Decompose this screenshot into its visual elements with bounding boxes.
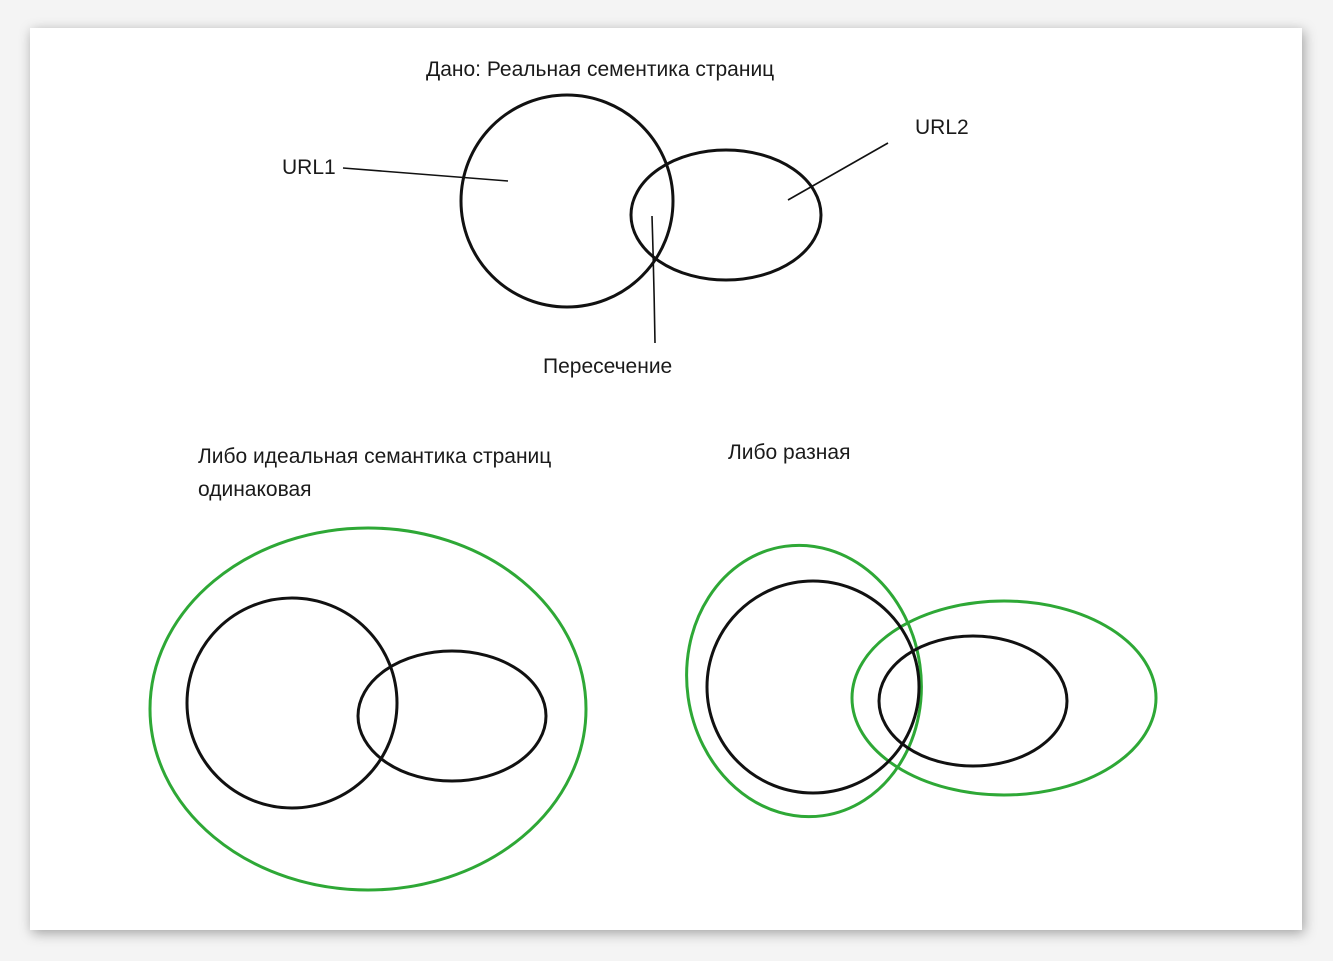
url1-label: URL1 bbox=[282, 156, 336, 179]
url1-semantics-ellipse bbox=[685, 543, 923, 819]
bottom-left-title-line1: Либо идеальная семантика страниц bbox=[198, 445, 551, 468]
shared-semantics-ellipse bbox=[148, 526, 588, 892]
intersection-label: Пересечение bbox=[543, 355, 672, 378]
bottom-right-title: Либо разная bbox=[728, 441, 850, 464]
bottom-right-url2-ellipse bbox=[877, 634, 1069, 768]
bottom-left-url2-ellipse bbox=[356, 649, 548, 783]
intersection-leader-line bbox=[651, 215, 656, 344]
url1-circle bbox=[459, 93, 675, 309]
url2-ellipse bbox=[629, 148, 823, 282]
url2-leader-line bbox=[787, 142, 889, 201]
url2-semantics-ellipse bbox=[850, 599, 1158, 797]
url1-leader-line bbox=[342, 167, 509, 182]
bottom-left-title-line2: одинаковая bbox=[198, 478, 312, 501]
bottom-left-url1-circle bbox=[185, 596, 399, 810]
diagram-page bbox=[30, 28, 1302, 930]
top-title: Дано: Реальная сементика страниц bbox=[426, 58, 774, 81]
bottom-right-url1-circle bbox=[705, 579, 921, 795]
url2-label: URL2 bbox=[915, 116, 969, 139]
